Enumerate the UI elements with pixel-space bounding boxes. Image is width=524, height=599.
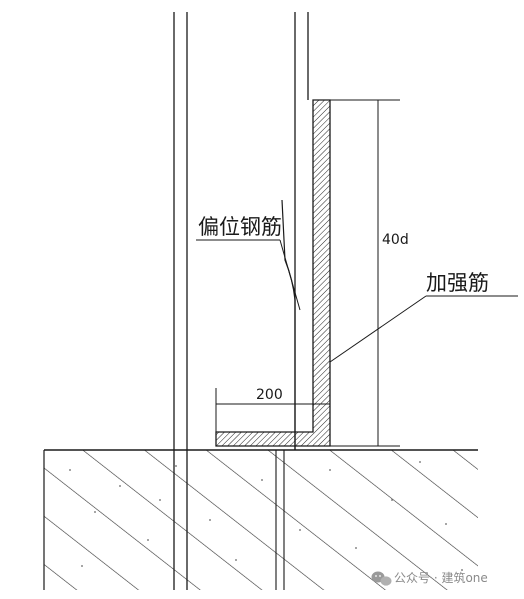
- foundation-hatch: [44, 450, 478, 590]
- wechat-icon: [371, 571, 392, 586]
- offset-rebar-line: [281, 199, 296, 450]
- reinforcing-bar-label: 加强筋: [426, 271, 489, 295]
- width-dimension-label: 200: [256, 387, 283, 403]
- reinforcing-bar-leader: [329, 295, 518, 363]
- offset-rebar-leader: [196, 239, 301, 311]
- dimension-40d: [330, 99, 400, 447]
- dimension-200: [215, 388, 331, 432]
- height-dimension-label: 40d: [382, 232, 409, 248]
- watermark-text: 公众号 · 建筑one: [394, 570, 488, 585]
- watermark: 公众号 · 建筑one: [371, 570, 488, 586]
- foundation-block: [43, 449, 478, 590]
- offset-rebar-label: 偏位钢筋: [198, 215, 282, 239]
